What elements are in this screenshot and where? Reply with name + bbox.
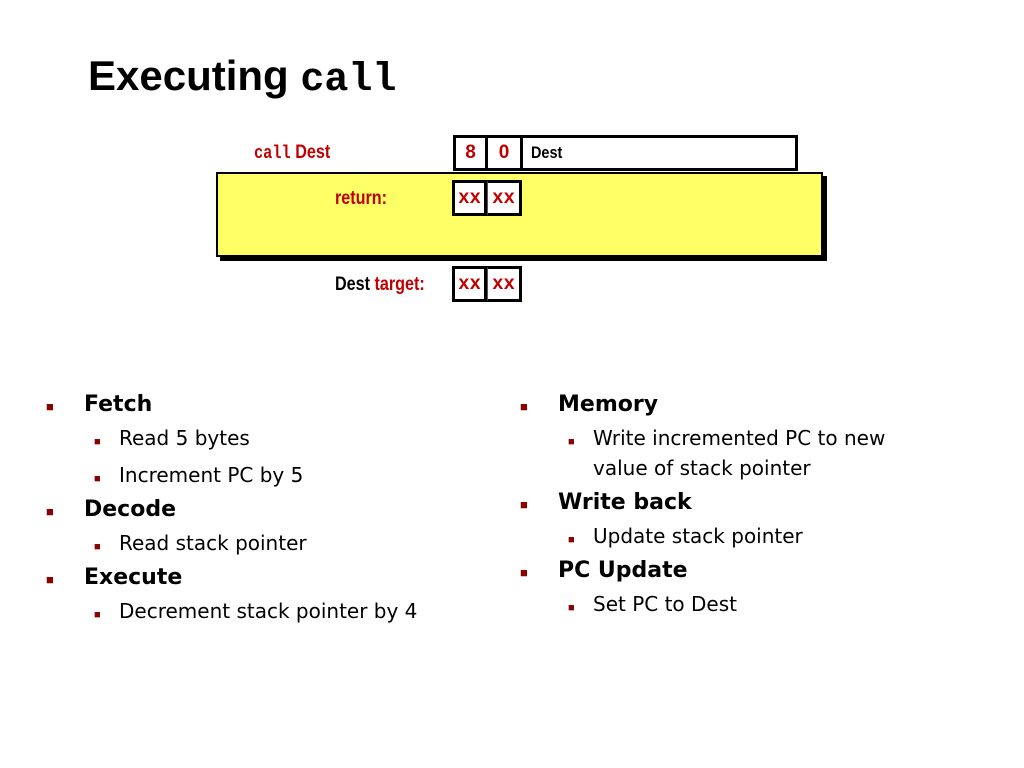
stage-item: Increment PC by 5 xyxy=(119,463,304,487)
stage-heading: Decode xyxy=(84,497,177,522)
stage-item: Decrement stack pointer by 4 xyxy=(119,599,418,623)
bullet-icon: ■ xyxy=(520,565,528,580)
stage-heading: PC Update xyxy=(558,558,688,583)
instruction-encoding: 8 0 Dest xyxy=(453,135,798,171)
stage-memory: ■ Memory ■ Write incremented PC to new val… xyxy=(518,392,958,483)
stage-item: Set PC to Dest xyxy=(593,592,737,616)
stage-execute: ■ Execute ■ Decrement stack pointer by 4 xyxy=(44,565,484,626)
call-code: call xyxy=(254,144,291,164)
instr-byte-opcode: 8 xyxy=(453,135,488,171)
title-code: call xyxy=(300,58,397,103)
stage-fetch: ■ Fetch ■ Read 5 bytes ■ Increment PC by 5 xyxy=(44,392,484,490)
bullet-icon: ■ xyxy=(520,497,528,512)
stage-item: Read stack pointer xyxy=(119,531,307,555)
target-prefix: Dest xyxy=(335,274,371,295)
right-stage-list: ■ Memory ■ Write incremented PC to new val… xyxy=(518,392,958,626)
target-suffix: target: xyxy=(374,274,425,295)
slide-title: Executing call xyxy=(88,52,396,103)
sub-bullet-icon: ■ xyxy=(94,541,101,553)
sub-bullet-icon: ■ xyxy=(568,436,575,448)
sub-bullet-icon: ■ xyxy=(94,609,101,621)
left-stage-list: ■Fetch ■Read 5 bytes ■Increment PC by 5 … xyxy=(44,392,484,633)
stage-decode: ■ Decode ■ Read stack pointer xyxy=(44,497,484,558)
sub-bullet-icon: ■ xyxy=(94,473,101,485)
target-bytes: xx xx xyxy=(452,266,522,302)
stage-write-back: ■ Write back ■ Update stack pointer xyxy=(518,490,958,551)
return-bytes: xx xx xyxy=(452,180,522,216)
instr-dest-text: Dest xyxy=(531,143,563,162)
target-label: Dest target: xyxy=(335,274,425,296)
return-byte: xx xyxy=(487,180,522,216)
target-byte: xx xyxy=(452,266,487,302)
stage-heading: Fetch xyxy=(84,392,153,417)
title-prefix: Executing xyxy=(88,52,289,99)
target-byte: xx xyxy=(487,266,522,302)
stage-heading: Memory xyxy=(558,392,659,417)
bullet-icon: ■ xyxy=(46,399,54,414)
stage-item: Read 5 bytes xyxy=(119,426,250,450)
sub-bullet-icon: ■ xyxy=(94,436,101,448)
stage-pc-update: ■ PC Update ■ Set PC to Dest xyxy=(518,558,958,619)
stage-item: Write incremented PC to new value of sta… xyxy=(593,426,886,480)
call-dest-text: Dest xyxy=(295,142,331,163)
stage-heading: Write back xyxy=(558,490,692,515)
instr-byte-func: 0 xyxy=(488,135,523,171)
sub-bullet-icon: ■ xyxy=(568,534,575,546)
call-dest-label: call Dest xyxy=(254,142,330,164)
stage-item: Update stack pointer xyxy=(593,524,803,548)
bullet-icon: ■ xyxy=(46,504,54,519)
bullet-icon: ■ xyxy=(520,399,528,414)
return-label: return: xyxy=(335,188,388,209)
return-byte: xx xyxy=(452,180,487,216)
sub-bullet-icon: ■ xyxy=(568,602,575,614)
instr-dest-field: Dest xyxy=(523,135,798,171)
bullet-icon: ■ xyxy=(46,572,54,587)
stage-heading: Execute xyxy=(84,565,183,590)
